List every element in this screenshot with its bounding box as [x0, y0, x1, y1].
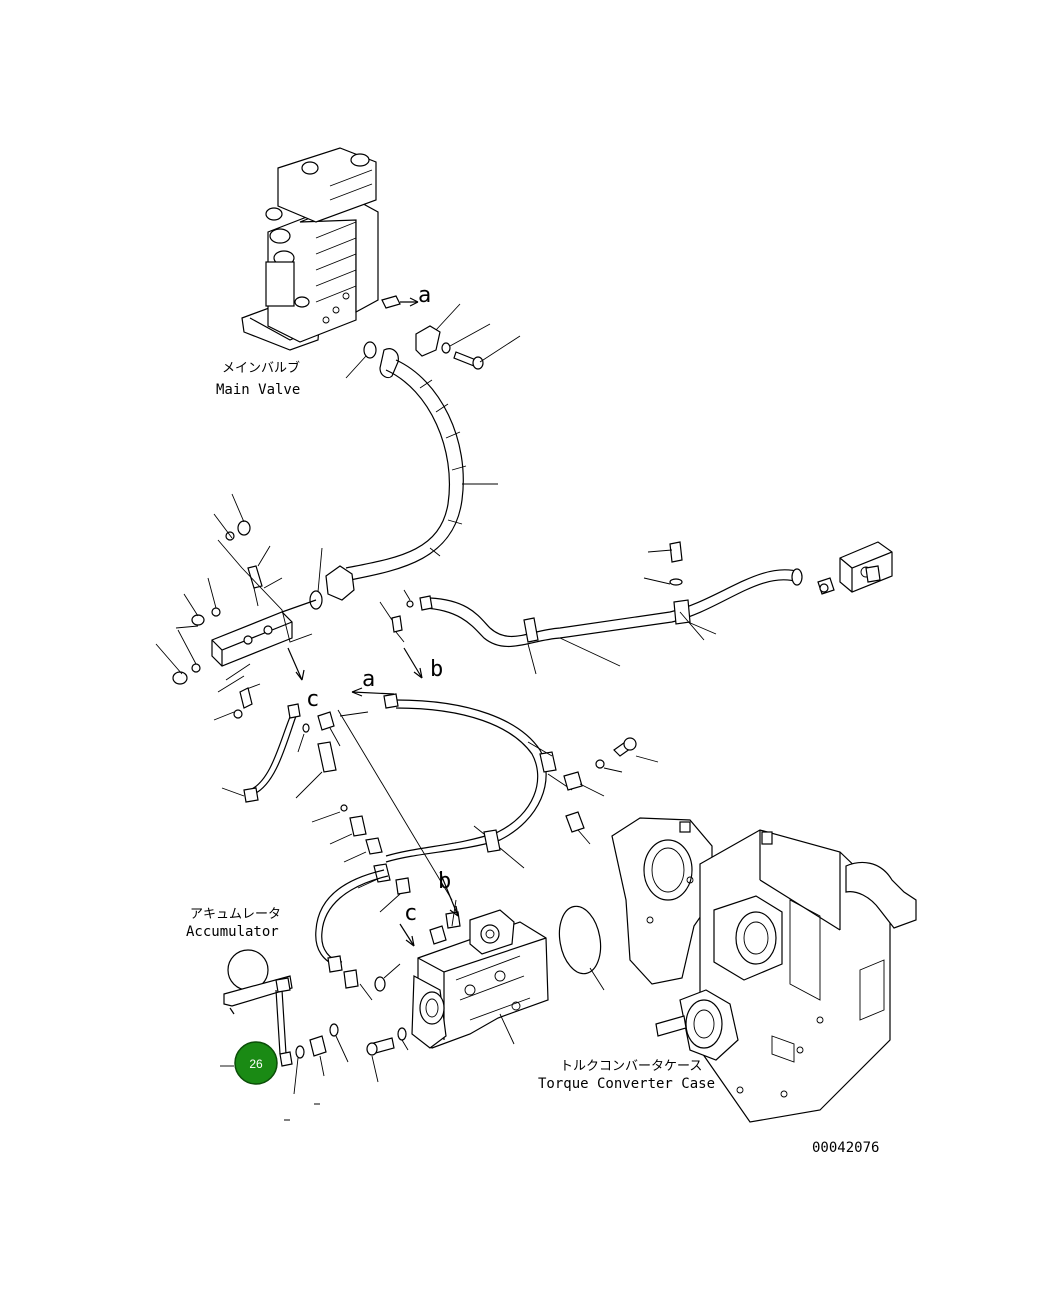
right-bolts — [563, 737, 659, 845]
arrow-to-b — [403, 647, 423, 679]
main-hose — [309, 348, 498, 610]
arrow-to-c — [287, 647, 303, 681]
torque-converter-label-en: Torque Converter Case — [538, 1076, 715, 1092]
gasket-ring — [558, 905, 602, 975]
main-valve — [241, 147, 419, 351]
callout-circle[interactable] — [234, 1041, 278, 1085]
accumulator — [223, 949, 293, 1067]
callout-number[interactable]: 26 — [249, 1057, 263, 1071]
arrow-a-left — [351, 691, 395, 695]
lower-hose-a — [383, 693, 573, 869]
o-ring — [363, 341, 377, 359]
accumulator-label-en: Accumulator — [186, 924, 279, 940]
torque-converter-case — [611, 817, 917, 1123]
pump-bolts — [293, 1023, 409, 1095]
leader-c — [337, 709, 453, 901]
ref-a-top: a — [418, 283, 431, 308]
arrow-c-pump — [399, 923, 415, 947]
accumulator-hose — [315, 869, 401, 1001]
distribution-block — [155, 493, 317, 721]
ref-b-mid: b — [430, 657, 443, 682]
main-valve-label-en: Main Valve — [216, 382, 300, 398]
left-thin-hose — [221, 703, 301, 803]
torque-converter-label-jp: トルクコンバータケース — [560, 1059, 702, 1074]
fittings-left — [379, 589, 414, 643]
small-valve-block — [817, 541, 893, 595]
arrow-b-pump — [439, 871, 459, 917]
callout-badge[interactable]: 26 — [220, 1041, 278, 1085]
pump-assembly — [411, 899, 549, 1049]
accumulator-label-jp: アキュムレータ — [190, 907, 281, 922]
middle-parts-column — [295, 711, 411, 913]
bottom-ticks — [284, 1103, 320, 1121]
flange-bolt-group — [415, 303, 521, 370]
main-valve-label-jp: メインバルブ — [222, 360, 300, 376]
ref-a-mid: a — [362, 667, 375, 692]
ref-c-low: c — [404, 901, 417, 926]
ref-b-low: b — [438, 869, 451, 894]
ref-c-mid: c — [306, 687, 319, 712]
drawing-number: 00042076 — [812, 1140, 879, 1156]
upper-right-hose — [419, 541, 803, 675]
